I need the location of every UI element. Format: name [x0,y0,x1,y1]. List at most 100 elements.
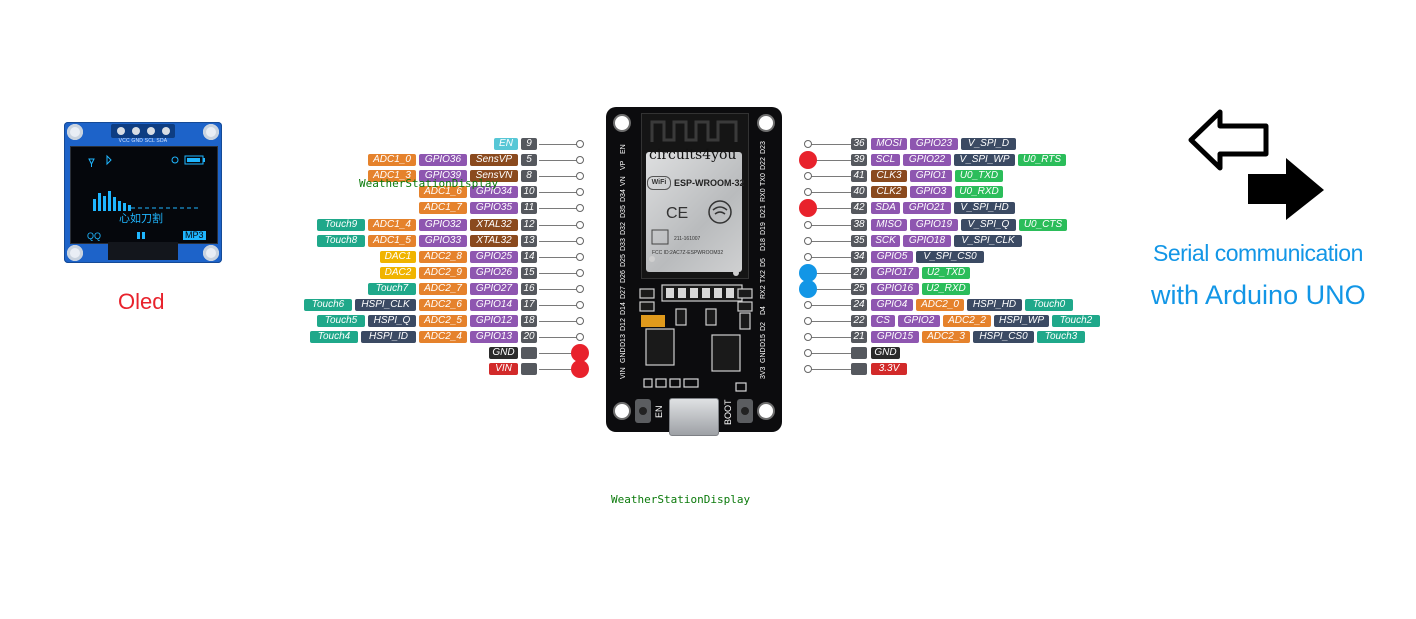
oled-screen-title: 心如刀割 [119,213,163,225]
pin-tag: GPIO12 [470,315,518,327]
pin-tag: ADC1_4 [368,219,416,231]
pin-end [576,333,584,341]
pin-lead [810,257,851,258]
pin-number: 40 [851,186,867,198]
pin-end [576,285,584,293]
pin-number: 22 [851,315,867,327]
pin-tag: GPIO5 [871,251,913,263]
pin-tag: V_SPI_CLK [954,235,1022,247]
pin-tag: GPIO36 [419,154,467,166]
pin-end [576,301,584,309]
pin-tag: GND [871,347,900,359]
pin-tag: GPIO25 [470,251,518,263]
pin-number: 27 [851,267,867,279]
esp32-board: CE 211-161007 FCC ID:2AC7Z-ESPWROOM32 ci… [606,107,782,436]
pin-tag: ADC2_3 [922,331,970,343]
pin-lead [810,192,851,193]
pin-tag: ADC1_0 [368,154,416,166]
pin-tag: CS [871,315,895,327]
pin-tag: U0_RXD [955,186,1003,198]
pin-lead [539,176,580,177]
pin-tag: SDA [871,202,900,214]
equalizer-bars [93,191,131,211]
pause-icon [137,232,140,239]
pin-tag: GPIO33 [419,235,467,247]
oled-flex-cable [108,242,178,260]
pin-tag: GND [489,347,518,359]
pin-end [576,172,584,180]
pin-number: 9 [521,138,537,150]
pin-tag: GPIO4 [871,299,913,311]
pin-number: 35 [851,235,867,247]
pin-number: 42 [851,202,867,214]
esp-wroom-module: CE 211-161007 FCC ID:2AC7Z-ESPWROOM32 [641,113,749,279]
mount-hole [757,114,775,132]
pin-tag: HSPI_Q [368,315,416,327]
pin-tag: MOSI [871,138,907,150]
pin-tag: V_SPI_D [961,138,1016,150]
pin-tag: GPIO26 [470,267,518,279]
pin-lead [810,144,851,145]
mount-hole [757,402,775,420]
pin-lead [810,289,851,290]
oled-module: VCC GND SCL SDA [64,122,222,263]
pin-tag: ADC2_0 [916,299,964,311]
pin-number: 20 [521,331,537,343]
pin-tag: XTAL32 [470,219,518,231]
pin-lead [539,241,580,242]
pin-number: 24 [851,299,867,311]
oled-caption: Oled [118,289,165,314]
pin-end [576,237,584,245]
serial-arrows-icon [1188,109,1324,220]
pin-tag: EN [494,138,518,150]
pin-number: 25 [851,283,867,295]
board-brand: circuits4you [649,147,737,163]
pin-tag: GPIO32 [419,219,467,231]
pin-tag: Touch7 [368,283,416,295]
pin-tag: ADC2_7 [419,283,467,295]
pin-number: 39 [851,154,867,166]
connection-dot [799,199,817,217]
wifi-logo: WiFi [647,176,671,190]
pin-tag: ADC2_2 [943,315,991,327]
overlay-label-1: WeatherStationDisplay [359,177,499,190]
pin-tag: Touch6 [304,299,352,311]
connection-dot [571,344,589,362]
svg-text:211-161007: 211-161007 [674,236,701,242]
pin-tag: ADC2_5 [419,315,467,327]
pin-number: 17 [521,299,537,311]
pin-end [576,204,584,212]
mount-hole [67,124,83,140]
pin-lead [539,305,580,306]
pin-lead [539,144,580,145]
connection-dot [799,151,817,169]
pin-tag: SCK [871,235,900,247]
pin-tag: Touch2 [1052,315,1100,327]
oled-screen-graphics [88,154,205,239]
pin-tag: Touch0 [1025,299,1073,311]
pin-end [804,301,812,309]
header-pin [117,127,125,135]
shield-marks: CE 211-161007 FCC ID:2AC7Z-ESPWROOM32 [651,200,732,256]
pin-number: 14 [521,251,537,263]
pin-number: 18 [521,315,537,327]
signal-icon [88,158,95,167]
pin-tag: GPIO17 [871,267,919,279]
pin-lead [539,369,580,370]
pin-tag: MISO [871,219,907,231]
pin-lead [810,273,851,274]
header-pin [162,127,170,135]
pin-end [804,365,812,373]
boot-button-label: BOOT [723,399,733,425]
pin-number-blank [851,363,867,375]
connection-dot [799,264,817,282]
pin-tag: Touch5 [317,315,365,327]
pin-tag: U2_TXD [922,267,970,279]
pin-number: 36 [851,138,867,150]
pin-number: 21 [851,331,867,343]
pin-tag: ADC1_7 [419,202,467,214]
pin-tag: ADC1_3 [368,170,416,182]
pin-end [804,253,812,261]
pin-tag: ADC1_6 [419,186,467,198]
